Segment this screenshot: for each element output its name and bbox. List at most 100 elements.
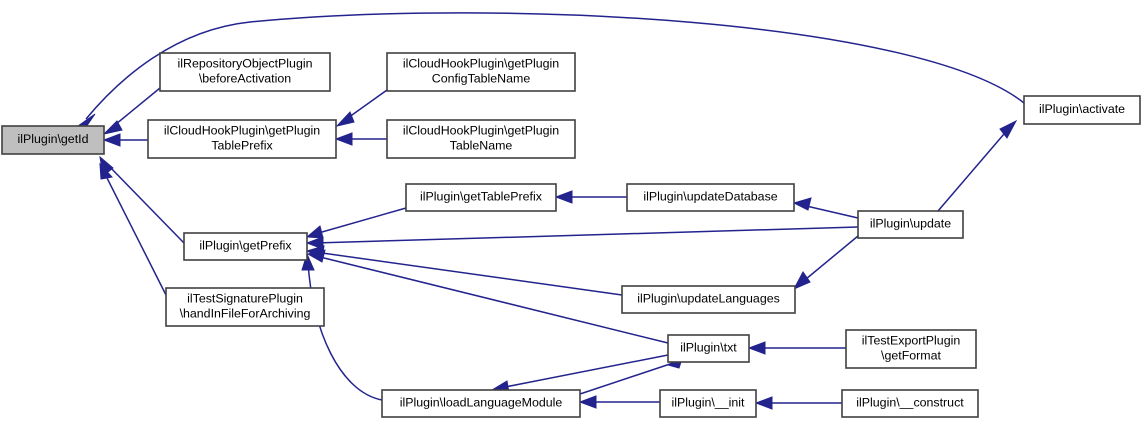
call-edge (578, 395, 660, 409)
call-edge (306, 249, 669, 344)
call-edge (554, 190, 627, 204)
arrowhead-icon (792, 271, 811, 291)
edge-line (307, 261, 383, 401)
node-box[interactable] (183, 232, 308, 261)
node-label: ilPlugin\updateDatabase (643, 190, 777, 204)
node-box[interactable] (147, 119, 337, 159)
call-edge (335, 89, 388, 127)
call-edge (792, 197, 859, 219)
arrowhead-icon (76, 113, 96, 128)
arrowhead-icon (335, 111, 355, 127)
call-edge (747, 341, 846, 355)
node-box[interactable] (845, 329, 977, 369)
call-edge (102, 87, 161, 135)
edge-line (314, 226, 859, 244)
call-edge (937, 119, 1018, 212)
arrowhead-icon (305, 236, 324, 250)
arrowhead-icon (554, 190, 573, 204)
arrowhead-icon (301, 252, 315, 271)
call-edge (754, 396, 842, 410)
graph-node-handInFileForArchiving[interactable]: ilTestSignaturePlugin\handInFileForArchi… (165, 287, 325, 327)
arrowhead-icon (306, 249, 326, 263)
arrowhead-icon (999, 119, 1018, 139)
arrowhead-icon (334, 132, 353, 146)
node-box[interactable] (165, 287, 325, 327)
node-box[interactable] (1023, 95, 1141, 125)
node-label: ilPlugin\__construct (856, 396, 964, 410)
node-label: ilPlugin\loadLanguageModule (400, 396, 563, 410)
graph-node-activate[interactable]: ilPlugin\activate (1023, 95, 1141, 125)
call-edge (792, 235, 859, 291)
node-label: ilPlugin\__init (671, 396, 745, 410)
call-edge (102, 133, 148, 147)
edge-line (344, 89, 388, 121)
edge-line (314, 207, 407, 235)
graph-node-init[interactable]: ilPlugin\__init (659, 389, 757, 418)
node-box[interactable] (386, 52, 576, 92)
arrowhead-icon (102, 133, 121, 147)
call-edge (301, 252, 383, 401)
arrowhead-icon (747, 341, 766, 355)
call-edge (305, 226, 859, 250)
call-edge (334, 132, 387, 146)
arrowhead-icon (578, 395, 597, 409)
nodes-layer: ilPlugin\getId ilRepositoryObjectPlugin\b… (1, 52, 1141, 418)
node-box[interactable] (159, 52, 331, 92)
node-label: ilPlugin\getPrefix (199, 239, 292, 253)
node-box[interactable] (405, 183, 557, 212)
node-box[interactable] (621, 285, 796, 314)
arrowhead-icon (102, 120, 123, 135)
node-box[interactable] (1, 125, 105, 155)
node-label: ilPlugin\updateLanguages (637, 292, 780, 306)
edge-line (315, 255, 669, 344)
edge-line (105, 162, 185, 244)
node-box[interactable] (386, 119, 576, 159)
node-box[interactable] (381, 389, 581, 418)
call-edge (99, 162, 167, 296)
graph-node-update[interactable]: ilPlugin\update (857, 210, 964, 239)
edge-line (85, 12, 1025, 120)
graph-node-construct[interactable]: ilPlugin\__construct (841, 389, 979, 418)
arrowhead-icon (99, 155, 114, 177)
graph-node-getPrefix[interactable]: ilPlugin\getPrefix (183, 232, 308, 261)
graph-node-getTablePrefix[interactable]: ilPlugin\getTablePrefix (405, 183, 557, 212)
call-edge (305, 245, 623, 296)
node-box[interactable] (841, 389, 979, 418)
graph-node-updateDatabase[interactable]: ilPlugin\updateDatabase (626, 183, 795, 212)
edge-line (103, 171, 167, 296)
graph-node-loadLanguageModule[interactable]: ilPlugin\loadLanguageModule (381, 389, 581, 418)
edges-layer (76, 12, 1025, 410)
node-label: ilPlugin\activate (1039, 102, 1125, 116)
graph-node-updateLanguages[interactable]: ilPlugin\updateLanguages (621, 285, 796, 314)
node-box[interactable] (667, 334, 750, 363)
edge-line (579, 361, 677, 395)
node-label: ilTestSignaturePlugin\handInFileForArchi… (180, 292, 311, 321)
node-label: ilRepositoryObjectPlugin\beforeActivatio… (178, 57, 313, 86)
graph-node-getId[interactable]: ilPlugin\getId (1, 125, 105, 155)
node-box[interactable] (659, 389, 757, 418)
node-label: ilTestExportPlugin\getFormat (862, 334, 961, 363)
call-edge (99, 155, 185, 244)
edge-line (499, 354, 669, 389)
arrowhead-icon (792, 197, 812, 211)
node-label: ilPlugin\getId (18, 132, 89, 146)
graph-node-txt[interactable]: ilPlugin\txt (667, 334, 750, 363)
node-box[interactable] (857, 210, 964, 239)
arrowhead-icon (305, 225, 324, 239)
graph-node-getFormat[interactable]: ilTestExportPlugin\getFormat (845, 329, 977, 369)
node-box[interactable] (626, 183, 795, 212)
node-label: ilPlugin\txt (680, 341, 737, 355)
edge-line (314, 251, 623, 296)
node-label: ilPlugin\getTablePrefix (420, 190, 543, 204)
node-label: ilPlugin\update (870, 217, 951, 231)
graph-node-beforeActivation[interactable]: ilRepositoryObjectPlugin\beforeActivatio… (159, 52, 331, 92)
edge-line (801, 204, 859, 219)
